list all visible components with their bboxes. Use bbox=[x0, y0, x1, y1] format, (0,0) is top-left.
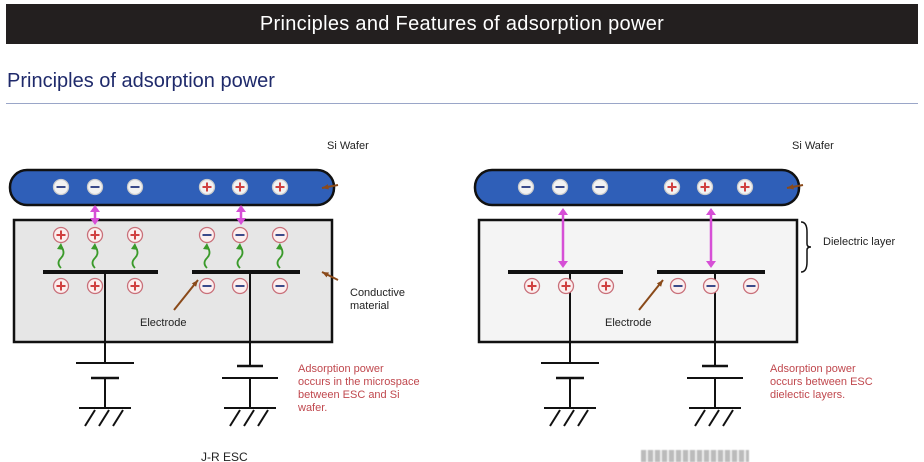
charge-migration-wave bbox=[131, 245, 139, 269]
capacitor-gap bbox=[712, 367, 718, 377]
jr-esc-caption: J-R ESC bbox=[201, 450, 248, 462]
arrow-head-icon bbox=[236, 218, 246, 225]
wave-arrow-icon bbox=[203, 243, 210, 250]
wave-arrow-icon bbox=[91, 243, 98, 250]
ground-hatch bbox=[722, 409, 734, 427]
pointer-arrowhead-icon bbox=[656, 280, 663, 287]
arrow-head-icon bbox=[706, 208, 716, 215]
ground-hatch bbox=[549, 409, 561, 427]
arrow-head-icon bbox=[558, 261, 568, 268]
ground-hatch bbox=[229, 409, 241, 427]
ground-hatch bbox=[98, 409, 110, 427]
obscured-caption bbox=[641, 450, 749, 462]
ground-hatch bbox=[708, 409, 720, 427]
section-title: Principles of adsorption power bbox=[7, 70, 275, 92]
pointer-arrowhead-icon bbox=[191, 280, 198, 287]
note-line: between ESC and Si bbox=[298, 389, 400, 401]
arrow-head-icon bbox=[558, 208, 568, 215]
charge-migration-wave bbox=[203, 245, 211, 269]
si-wafer-label: Si Wafer bbox=[792, 140, 834, 152]
note-line: wafer. bbox=[297, 402, 327, 414]
material-label-2: material bbox=[350, 300, 389, 312]
note-line: occurs in the microspace bbox=[298, 376, 420, 388]
charge-migration-wave bbox=[236, 245, 244, 269]
ground-hatch bbox=[112, 409, 124, 427]
capacitor-gap bbox=[247, 367, 253, 377]
capacitor-gap bbox=[567, 364, 573, 377]
ground-hatch bbox=[243, 409, 255, 427]
arrow-head-icon bbox=[90, 218, 100, 225]
arrow-head-icon bbox=[706, 261, 716, 268]
charge-migration-wave bbox=[276, 245, 284, 269]
coulomb-esc-diagram bbox=[473, 168, 812, 427]
pointer-arrowhead-icon bbox=[322, 184, 329, 190]
note-line: occurs between ESC bbox=[770, 376, 873, 388]
material-label-1: Conductive bbox=[350, 287, 405, 299]
electrode-label: Electrode bbox=[605, 317, 651, 329]
ground-hatch bbox=[694, 409, 706, 427]
wave-arrow-icon bbox=[131, 243, 138, 250]
electrode-label: Electrode bbox=[140, 317, 186, 329]
note-line: Adsorption power bbox=[770, 363, 856, 375]
ground-hatch bbox=[577, 409, 589, 427]
charge-migration-wave bbox=[91, 245, 99, 269]
note-line: Adsorption power bbox=[298, 363, 384, 375]
si-wafer bbox=[473, 168, 801, 207]
charge-migration-wave bbox=[57, 245, 65, 269]
ground-hatch bbox=[257, 409, 269, 427]
brace-icon bbox=[800, 221, 812, 273]
arrow-head-icon bbox=[236, 205, 246, 212]
ground-hatch bbox=[563, 409, 575, 427]
wave-arrow-icon bbox=[236, 243, 243, 250]
ground-hatch bbox=[84, 409, 96, 427]
pointer-arrowhead-icon bbox=[322, 272, 329, 278]
note-line: dielectic layers. bbox=[770, 389, 845, 401]
si-wafer-label: Si Wafer bbox=[327, 140, 369, 152]
wave-arrow-icon bbox=[276, 243, 283, 250]
pointer-arrowhead-icon bbox=[787, 184, 794, 190]
jr-esc-diagram bbox=[8, 168, 339, 427]
dielectric-layer-label: Dielectric layer bbox=[823, 236, 895, 248]
capacitor-gap bbox=[102, 364, 108, 377]
section-divider bbox=[6, 103, 918, 104]
page-header: Principles and Features of adsorption po… bbox=[6, 4, 918, 44]
wave-arrow-icon bbox=[57, 243, 64, 250]
arrow-head-icon bbox=[90, 205, 100, 212]
si-wafer bbox=[8, 168, 336, 207]
